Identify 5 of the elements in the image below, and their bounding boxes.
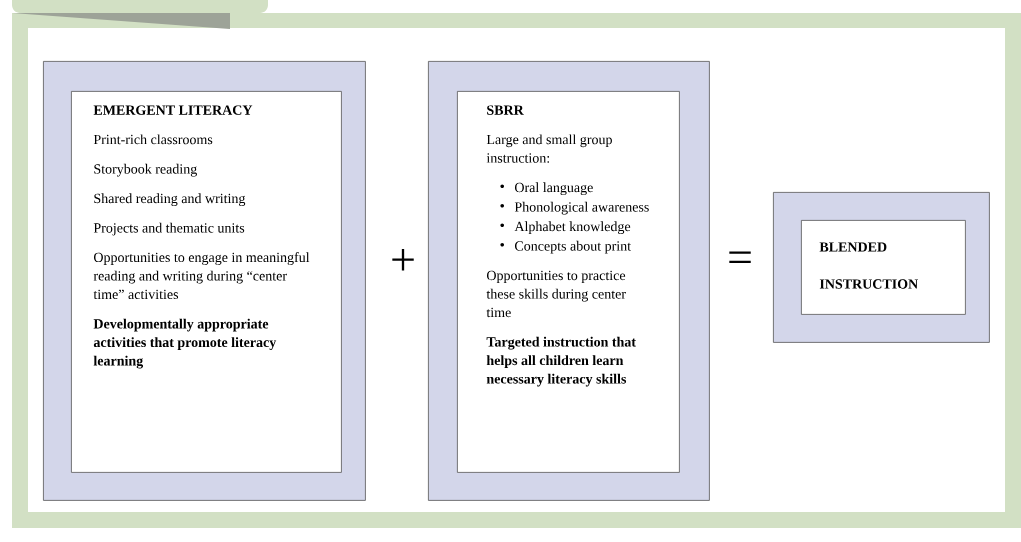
text-box: SBRR Large and small group instruction: Oral language Phonological awareness Alphabet knowledge Concepts about print Opportunities to practice these skills during center time Targeted instruction that helps all children learn necessary literacy skills (457, 91, 680, 473)
text-box: BLENDED INSTRUCTION (801, 220, 966, 315)
text-box: EMERGENT LITERACY Print-rich classrooms Storybook reading Shared reading and writing Projects and thematic units Opportunities to engage in meaningful reading and writing during “center time” activities Developmentally appropriate activities that promote literacy learning (71, 91, 342, 473)
plus-sign: + (392, 249, 414, 271)
equals-sign: = (729, 251, 751, 263)
